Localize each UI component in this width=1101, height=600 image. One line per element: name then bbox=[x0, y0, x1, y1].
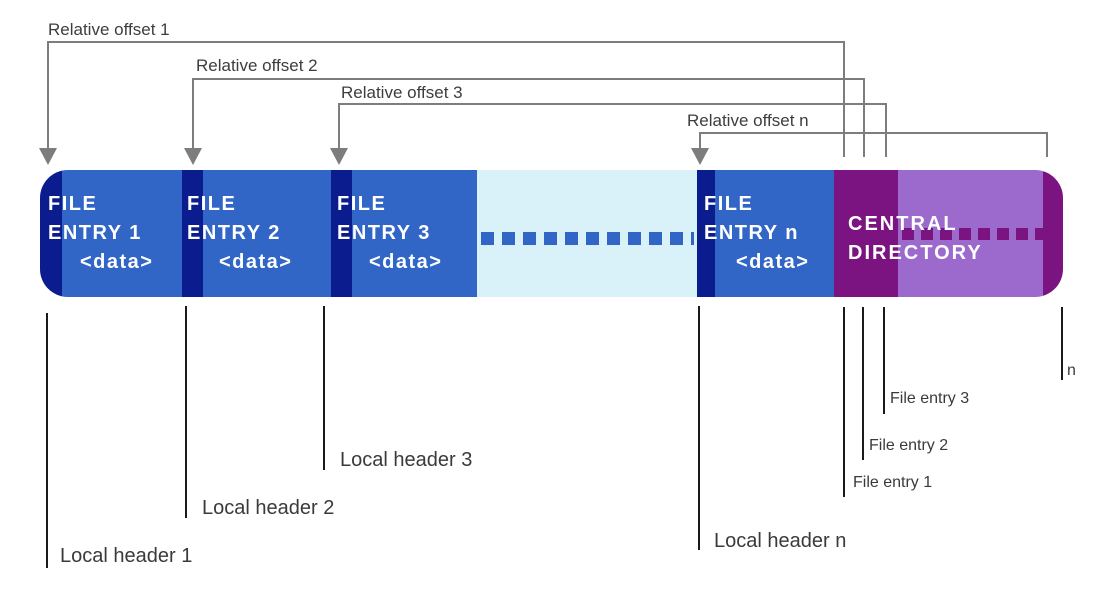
relative-offset-2-arrowhead-icon bbox=[184, 148, 202, 165]
zip-archive-bar: FILE ENTRY 1 <data> FILE ENTRY 2 <data> … bbox=[40, 170, 1063, 297]
central-directory-segment bbox=[834, 170, 898, 297]
file-entry-n-data-label: <data> bbox=[736, 251, 810, 273]
file-entry-2-line1: FILE bbox=[187, 193, 237, 215]
relative-offset-n-drop-line bbox=[1046, 132, 1048, 157]
relative-offset-2-label: Relative offset 2 bbox=[196, 56, 318, 75]
relative-offset-n-label: Relative offset n bbox=[687, 111, 809, 130]
relative-offset-2-arrow-stem bbox=[192, 78, 194, 148]
relative-offset-3-arrowhead-icon bbox=[330, 148, 348, 165]
file-entry-n-data-segment bbox=[715, 170, 834, 297]
local-header-2-label: Local header 2 bbox=[202, 497, 335, 519]
local-header-2-pointer-line bbox=[185, 306, 187, 518]
relative-offset-2-line bbox=[193, 78, 865, 80]
relative-offset-n-arrowhead-icon bbox=[691, 148, 709, 165]
relative-offset-3-line bbox=[339, 103, 887, 105]
file-entry-n-line2: ENTRY n bbox=[704, 222, 799, 244]
central-file-entry-2-label: File entry 2 bbox=[869, 437, 949, 454]
local-header-3-pointer-line bbox=[323, 306, 325, 470]
file-entry-1-data-segment bbox=[62, 170, 182, 297]
file-entry-1-line1: FILE bbox=[48, 193, 98, 215]
more-entries-ellipsis-icon bbox=[481, 232, 694, 245]
relative-offset-1-drop-line bbox=[843, 41, 845, 157]
local-header-n-label: Local header n bbox=[714, 530, 847, 552]
local-header-3-label: Local header 3 bbox=[340, 449, 473, 471]
relative-offset-3-drop-line bbox=[885, 103, 887, 157]
relative-offset-2-drop-line bbox=[863, 78, 865, 157]
file-entry-3-label: FILE ENTRY 3 <data> bbox=[337, 190, 442, 277]
central-directory-line1: CENTRAL bbox=[848, 213, 958, 235]
local-header-1-pointer-line bbox=[46, 313, 48, 568]
relative-offset-3-arrow-stem bbox=[338, 103, 340, 148]
central-file-entry-3-pointer-line bbox=[883, 307, 885, 414]
central-directory-label: CENTRAL DIRECTORY bbox=[848, 210, 983, 268]
local-header-1-segment bbox=[40, 170, 62, 297]
central-file-entry-3-label: File entry 3 bbox=[890, 390, 970, 407]
central-file-entry-1-label: File entry 1 bbox=[853, 474, 933, 491]
local-header-n-pointer-line bbox=[698, 306, 700, 550]
relative-offset-n-line bbox=[700, 132, 1048, 134]
more-records-ellipsis-icon bbox=[902, 228, 1047, 240]
file-entry-2-data-segment bbox=[203, 170, 331, 297]
file-entry-3-line1: FILE bbox=[337, 193, 387, 215]
file-entry-3-line2: ENTRY 3 bbox=[337, 222, 431, 244]
file-entry-n-label: FILE ENTRY n <data> bbox=[704, 190, 809, 277]
relative-offset-1-line bbox=[48, 41, 845, 43]
local-header-2-segment bbox=[182, 170, 203, 297]
central-file-entry-n-pointer-line bbox=[1061, 307, 1063, 380]
file-entry-3-data-label: <data> bbox=[369, 251, 443, 273]
file-entry-n-line1: FILE bbox=[704, 193, 754, 215]
local-header-1-label: Local header 1 bbox=[60, 545, 193, 567]
relative-offset-n-arrow-stem bbox=[699, 132, 701, 148]
central-file-entry-1-pointer-line bbox=[843, 307, 845, 497]
local-header-n-segment bbox=[697, 170, 715, 297]
file-entry-1-label: FILE ENTRY 1 <data> bbox=[48, 190, 153, 277]
file-entry-1-line2: ENTRY 1 bbox=[48, 222, 142, 244]
central-directory-line2: DIRECTORY bbox=[848, 242, 983, 264]
relative-offset-1-arrowhead-icon bbox=[39, 148, 57, 165]
relative-offset-1-label: Relative offset 1 bbox=[48, 20, 170, 39]
relative-offset-1-arrow-stem bbox=[47, 41, 49, 148]
central-file-entry-2-pointer-line bbox=[862, 307, 864, 460]
file-entry-2-label: FILE ENTRY 2 <data> bbox=[187, 190, 292, 277]
file-entry-1-data-label: <data> bbox=[80, 251, 154, 273]
relative-offset-3-label: Relative offset 3 bbox=[341, 83, 463, 102]
file-entry-2-line2: ENTRY 2 bbox=[187, 222, 281, 244]
file-entry-3-data-segment bbox=[352, 170, 477, 297]
file-entry-2-data-label: <data> bbox=[219, 251, 293, 273]
central-directory-end-segment bbox=[1043, 170, 1063, 297]
central-file-entry-n-label: n bbox=[1067, 362, 1076, 379]
local-header-3-segment bbox=[331, 170, 352, 297]
